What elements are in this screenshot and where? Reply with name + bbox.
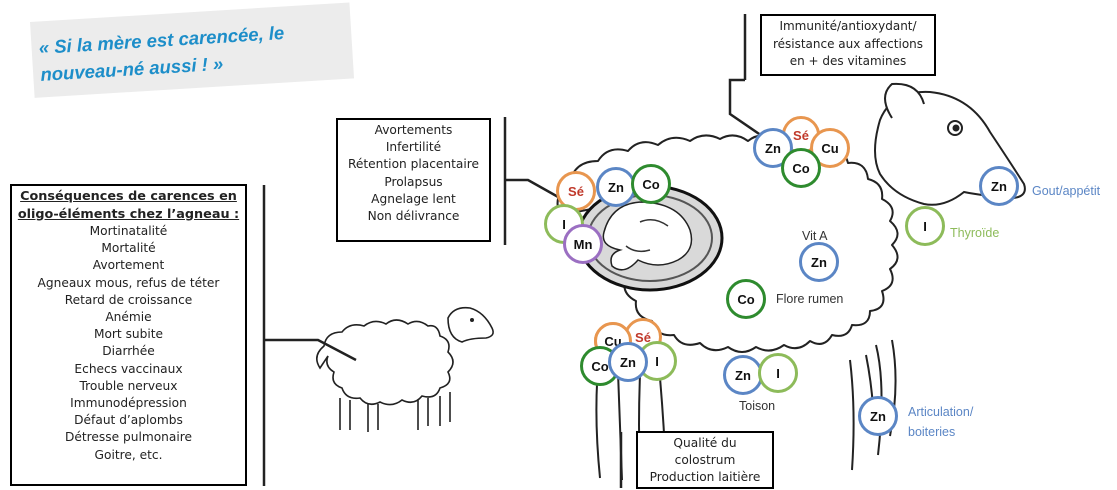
colostrum-line: Production laitière [649,470,761,485]
consequence-item: Détresse pulmonaire [65,430,192,445]
consequences-title-line-1: Conséquences de carences en [20,189,237,204]
reproduction-item: Infertilité [385,140,442,155]
consequence-item: Echecs vaccinaux [74,361,183,376]
reproduction-item: Non délivrance [367,209,460,224]
consequence-item: Diarrhée [102,344,155,359]
reproduction-item: Avortements [374,123,453,137]
consequence-item: Avortement [92,258,165,273]
connector-top-right-box [728,14,769,142]
consequences-box: Conséquences de carences en oligo-élémen… [10,184,247,486]
immunity-line: résistance aux affections [772,36,924,51]
zinc-circle: Zn [979,166,1019,206]
consequence-item: Défaut d’aplombs [74,413,183,428]
colostrum-line: Qualité du [673,436,737,450]
small-sheep-legs [339,392,451,432]
consequences-title-line-2: oligo-éléments chez l’agneau : [17,206,240,222]
boiteries-label: boiteries [908,425,956,439]
reproduction-item: Rétention placentaire [347,157,480,172]
consequence-item: Mortinatalité [89,224,168,238]
big-sheep-ear [884,82,925,119]
consequence-item: Goitre, etc. [94,447,163,462]
articulation-label: Articulation/ [908,405,974,419]
cobalt-circle: Co [726,279,766,319]
consequence-item: Trouble nerveux [79,378,178,393]
zinc-circle: Zn [858,396,898,436]
small-sheep-head [447,306,494,343]
zinc-circle: Zn [799,242,839,282]
immunity-box: Immunité/antioxydant/ résistance aux aff… [760,14,936,76]
connector-left-box [262,185,357,486]
consequence-item: Anémie [105,310,152,325]
immunity-line: Immunité/antioxydant/ [779,19,917,33]
manganese-circle: Mn [563,224,603,264]
small-sheep-body [316,319,454,406]
zinc-circle: Zn [723,355,763,395]
iodine-circle: I [905,206,945,246]
consequence-item: Mortalité [101,241,156,256]
gout-appetit-label: Gout/appétit [1032,184,1101,198]
colostrum-box: Qualité du colostrum Production laitière [636,431,774,489]
immunity-line: en + des vitamines [789,54,907,68]
consequence-item: Agneaux mous, refus de téter [37,275,220,290]
cobalt-circle: Co [781,148,821,188]
consequence-item: Immunodépression [70,396,187,411]
reproduction-box: Avortements Infertilité Rétention placen… [336,118,491,242]
zinc-circle: Zn [608,342,648,382]
flore-rumen-label: Flore rumen [776,292,844,306]
reproduction-item: Prolapsus [384,174,443,189]
colostrum-line: colostrum [674,453,736,468]
vit-a-label: Vit A [802,229,828,243]
connector-top-middle-box [503,117,561,245]
consequence-item: Mort subite [93,327,164,342]
copper-circle: Cu [810,128,850,168]
reproduction-item: Agnelage lent [371,191,456,206]
cobalt-circle: Co [631,164,671,204]
consequence-item: Retard de croissance [64,292,193,307]
thyroide-label: Thyroïde [950,226,1000,240]
zinc-circle: Zn [596,167,636,207]
toison-label: Toison [739,399,776,413]
iodine-circle: I [758,353,798,393]
